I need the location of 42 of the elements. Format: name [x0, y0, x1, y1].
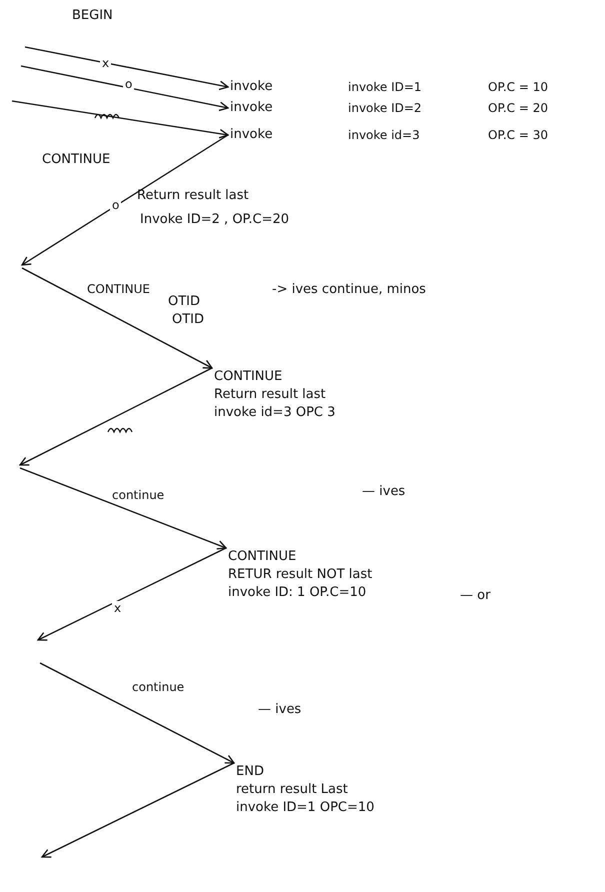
- note-text: — ives: [362, 484, 406, 499]
- note-text: CONTINUE: [42, 152, 110, 167]
- note-text: — or: [460, 588, 490, 603]
- arrow: [37, 547, 226, 641]
- arrow: [24, 46, 229, 90]
- arrow: [20, 65, 229, 112]
- node-text: END: [236, 763, 265, 781]
- edge-label: continue: [130, 680, 186, 694]
- note-text: OP.C = 20: [488, 100, 548, 117]
- node-text: invoke: [230, 126, 273, 144]
- node-text: CONTINUE: [228, 548, 298, 566]
- arrow: [12, 100, 229, 138]
- arrow: [22, 267, 213, 369]
- arrow: [40, 662, 235, 764]
- arrow: [19, 367, 212, 466]
- edge-label: CONTINUE: [85, 282, 152, 296]
- node-text: invoke id=3 OPC 3: [214, 404, 336, 422]
- note-text: OP.C = 10: [488, 79, 548, 96]
- node-text: RETUR result NOT last: [228, 566, 372, 584]
- node-text: CONTINUE: [214, 368, 284, 386]
- edge-label: x: [112, 601, 124, 615]
- note-text: OTID: [168, 294, 200, 309]
- edge-label: continue: [110, 488, 166, 502]
- note-text: invoke ID=2: [348, 100, 422, 117]
- note-text: — ives: [258, 702, 302, 717]
- note-text: invoke id=3: [348, 127, 420, 144]
- node-text: invoke ID: 1 OP.C=10: [228, 584, 368, 602]
- arrow: [20, 467, 227, 550]
- note-text: invoke ID=1: [348, 79, 422, 96]
- node-text: invoke: [230, 78, 273, 96]
- note-text: Invoke ID=2 , OP.C=20: [140, 212, 290, 227]
- note-text: OP.C = 30: [488, 127, 548, 144]
- node-text: Return result last: [214, 386, 327, 404]
- node-text: invoke ID=1 OPC=10: [236, 799, 374, 817]
- arrow: [41, 762, 234, 858]
- arrow: [21, 134, 228, 266]
- node-text: return result Last: [236, 781, 349, 799]
- note-text: -> ives continue, minos: [272, 282, 426, 297]
- note-text: OTID: [172, 312, 204, 327]
- note-text: Return result last: [137, 188, 249, 203]
- note-text: BEGIN: [72, 8, 113, 23]
- node-text: invoke: [230, 99, 273, 117]
